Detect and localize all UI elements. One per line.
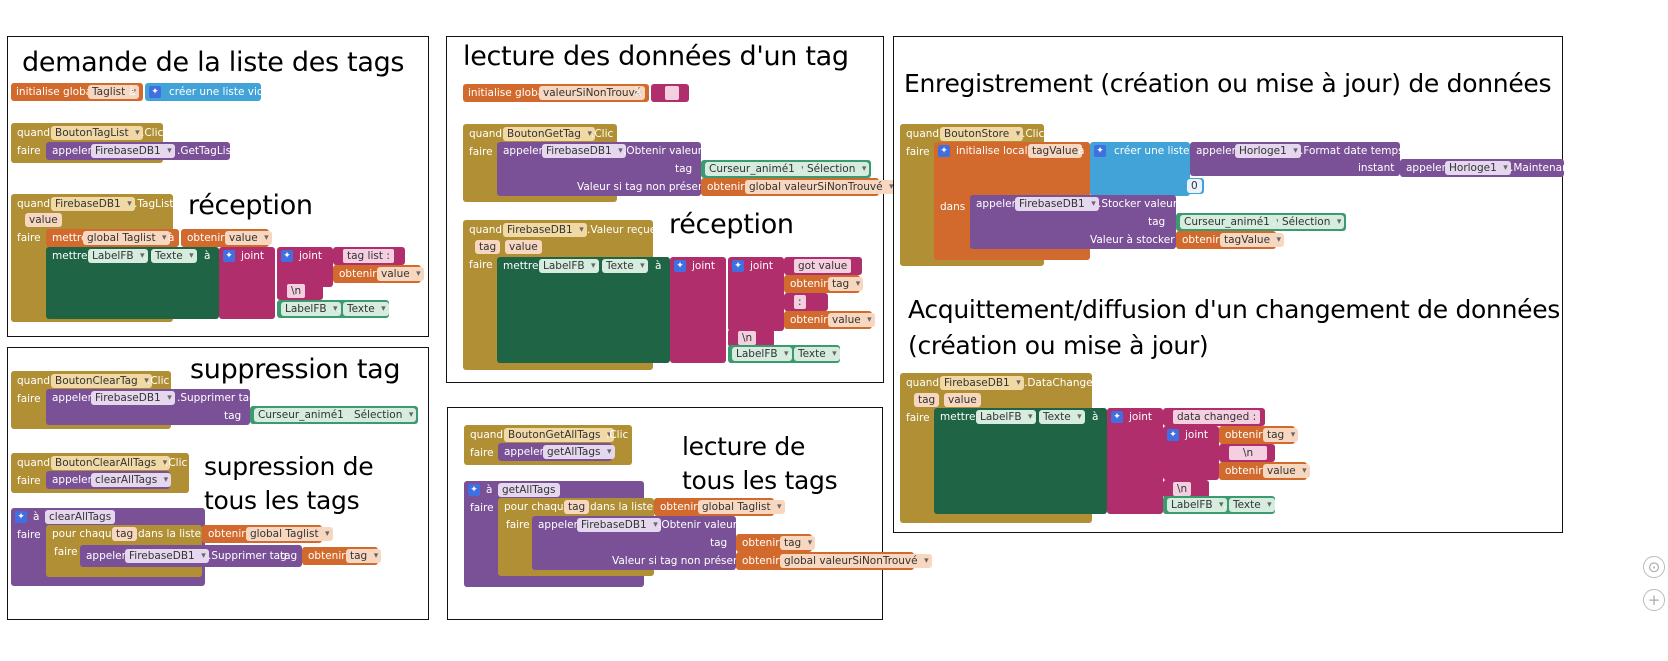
panel-title: Enregistrement (création ou mise à jour)… (904, 69, 1552, 98)
gear-icon: ✦ (15, 511, 27, 523)
gear-icon: ✦ (223, 250, 235, 262)
set-global-taglist[interactable]: mettre global Taglist à (46, 229, 179, 247)
panel-subtitle-1: supression de (204, 452, 374, 481)
call-clearalltags[interactable]: appeler clearAllTags (46, 471, 172, 489)
panel-store-datachanged: Enregistrement (création ou mise à jour)… (893, 36, 1573, 533)
panel-delete-tags: suppression tag supression de tous les t… (7, 347, 429, 620)
gear-icon: ✦ (468, 484, 480, 496)
join-block[interactable]: ✦ joint (1107, 408, 1163, 514)
panel-taglist-request: demande de la liste des tags initialise … (7, 36, 429, 337)
text-taglist[interactable]: tag list : (333, 247, 405, 265)
var-name-field[interactable]: Taglist (88, 85, 140, 99)
text-newline[interactable]: \n (277, 282, 323, 300)
get-value-block[interactable]: obtenir value (784, 311, 875, 329)
text-newline[interactable]: \n (1219, 444, 1275, 462)
get-global-valeursinontrouve[interactable]: obtenir global valeurSiNonTrouvé (736, 552, 932, 570)
gear-icon: ✦ (281, 250, 293, 262)
call-getalltags[interactable]: appeler getAllTags (498, 443, 615, 461)
text-empty[interactable] (651, 84, 689, 102)
labelfb-text-getter[interactable]: LabelFB . Texte (277, 300, 389, 318)
get-value-block[interactable]: obtenir value (1219, 462, 1310, 480)
labelfb-text-getter[interactable]: LabelFB . Texte (728, 345, 840, 363)
join-block[interactable]: ✦ joint (219, 247, 275, 319)
center-icon[interactable]: ⊙ (1643, 556, 1665, 578)
number-zero[interactable]: 0 (1184, 178, 1204, 194)
text-colon[interactable]: : (784, 293, 828, 311)
gear-icon: ✦ (1167, 429, 1179, 441)
panel-title-2: tous les tags (682, 466, 838, 495)
gear-icon: ✦ (732, 260, 744, 272)
get-global-taglist[interactable]: obtenir global Taglist (202, 525, 333, 543)
panel-subtitle-2: (création ou mise à jour) (908, 331, 1209, 360)
panel-title: suppression tag (190, 354, 401, 385)
join-block-inner[interactable]: ✦ joint (728, 257, 784, 331)
curseur-selection-getter[interactable]: Curseur_animé1 . Sélection (250, 406, 418, 424)
get-tag-block[interactable]: obtenir tag (1219, 426, 1299, 444)
join-block[interactable]: ✦ joint (670, 257, 726, 363)
panel-read-all-tags: lecture de tous les tags quand BoutonGet… (447, 407, 932, 620)
zoom-in-icon[interactable]: + (1643, 589, 1665, 611)
reception-label: réception (188, 190, 313, 221)
gear-icon: ✦ (149, 86, 161, 98)
create-list-block[interactable]: ✦ créer une liste (1090, 142, 1190, 196)
panel-title: lecture des données d'un tag (463, 41, 849, 72)
reception-label: réception (669, 209, 794, 240)
call-maintenant[interactable]: appeler Horloge1 .Maintenant (1400, 159, 1573, 177)
set-labelfb-text[interactable]: mettre LabelFB . Texte à (934, 408, 1107, 514)
get-tag-block[interactable]: obtenir tag (736, 534, 816, 552)
join-block-inner[interactable]: ✦ joint (277, 247, 333, 287)
get-tagvalue-block[interactable]: obtenir tagValue (1176, 231, 1285, 249)
create-empty-list-block[interactable]: ✦ créer une liste vide (145, 83, 270, 101)
call-gettaglist-block[interactable]: appeler FirebaseDB1 .GetTagList (46, 142, 235, 160)
get-global-valeursinontrouve[interactable]: obtenir global valeurSiNonTrouvé (701, 178, 897, 196)
text-got-value[interactable]: got value (784, 257, 862, 275)
get-value-block[interactable]: obtenir value (333, 265, 424, 283)
call-format-date[interactable]: appeler Horloge1 .Format date temps inst… (1190, 142, 1404, 176)
join-block-inner[interactable]: ✦ joint (1163, 426, 1219, 480)
gear-icon: ✦ (1111, 411, 1123, 423)
text-data-changed[interactable]: data changed : (1163, 408, 1265, 426)
set-labelfb-text[interactable]: mettre LabelFB . Texte à (497, 257, 670, 363)
get-value-block[interactable]: obtenir value (181, 229, 272, 247)
panel-subtitle-1: Acquittement/diffusion d'un changement d… (908, 295, 1561, 324)
text-newline[interactable]: \n (1163, 480, 1209, 498)
global-valeursinontrouve-block[interactable]: initialise global valeurSiNonTrouvé à (463, 84, 649, 102)
call-supprimer-tag[interactable]: appeler FirebaseDB1 .Supprimer tag tag (46, 389, 256, 425)
panel-read-tag: lecture des données d'un tag initialise … (446, 36, 897, 383)
get-tag-block[interactable]: obtenir tag (302, 547, 382, 565)
get-tag-block[interactable]: obtenir tag (784, 275, 864, 293)
curseur-selection-getter[interactable]: Curseur_animé1 . Sélection (1176, 213, 1346, 231)
panel-title: demande de la liste des tags (22, 47, 405, 78)
call-stocker-valeur[interactable]: appeler FirebaseDB1 .Stocker valeur tag … (970, 195, 1177, 249)
call-supprimer-tag-loop[interactable]: appeler FirebaseDB1 .Supprimer tag tag (80, 545, 302, 567)
get-global-taglist[interactable]: obtenir global Taglist (654, 498, 785, 516)
curseur-selection-getter[interactable]: Curseur_animé1 . Sélection (701, 160, 871, 178)
set-labelfb-text[interactable]: mettre LabelFB . Texte à (46, 247, 219, 319)
panel-title-1: lecture de (682, 432, 806, 461)
call-obtenir-valeur-loop[interactable]: appeler FirebaseDB1 .Obtenir valeur tag … (532, 516, 744, 570)
gear-icon: ✦ (674, 260, 686, 272)
gear-icon: ✦ (938, 145, 950, 157)
gear-icon: ✦ (1094, 145, 1106, 157)
call-obtenir-valeur[interactable]: appeler FirebaseDB1 .Obtenir valeur tag … (497, 142, 709, 196)
global-taglist-block[interactable]: initialise global Taglist à (11, 83, 143, 101)
text-newline[interactable]: \n (728, 329, 774, 347)
labelfb-text-getter[interactable]: LabelFB . Texte (1163, 496, 1275, 514)
panel-subtitle-2: tous les tags (204, 486, 360, 515)
